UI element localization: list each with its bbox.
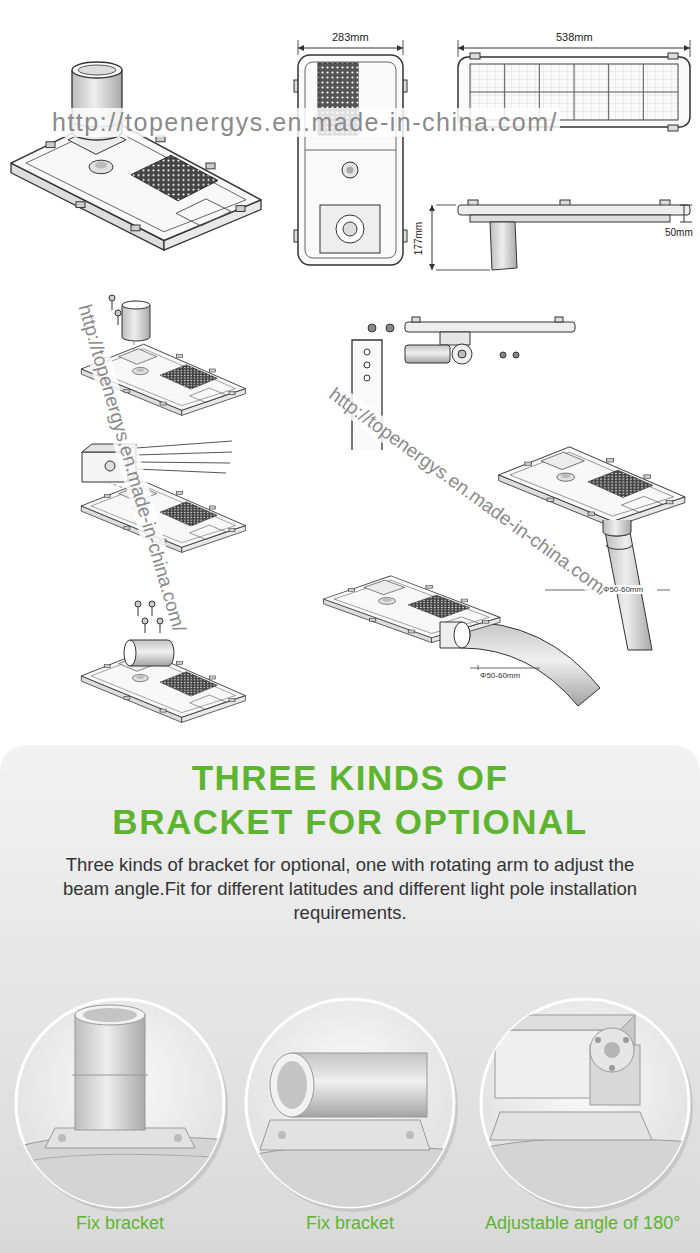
bracket-caption: Fix bracket: [76, 1213, 164, 1234]
section-title: THREE KINDS OF BRACKET FOR OPTIONAL: [100, 756, 600, 844]
dimension-label: Φ50-60mm: [480, 671, 520, 680]
bracket-caption: Fix bracket: [306, 1213, 394, 1234]
bracket-caption: Adjustable angle of 180°: [485, 1213, 680, 1234]
dimension-label: Φ50-60mm: [603, 585, 643, 594]
dimension-label: 50mm: [665, 227, 693, 238]
dimension-label: 283mm: [332, 31, 369, 43]
dimension-label: 538mm: [556, 31, 593, 43]
dimension-label: 177mm: [413, 222, 424, 255]
watermark: http://topenergys.en.made-in-china.com/: [50, 108, 560, 137]
description-text: Three kinds of bracket for optional, one…: [50, 853, 650, 925]
